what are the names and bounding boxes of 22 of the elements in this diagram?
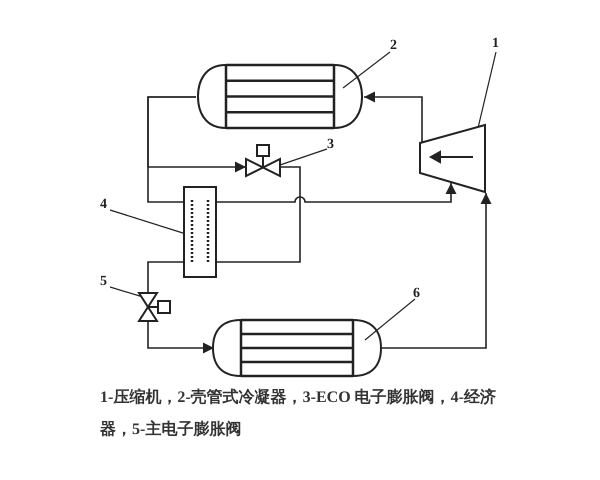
shell-and-tube-heat-exchanger-drawing: [196, 63, 364, 130]
callout-number: 1: [492, 36, 499, 52]
caption: 1-压缩机，2-壳管式冷凝器，3-ECO 电子膨胀阀，4-经济器，5-主电子膨胀阀: [100, 387, 497, 440]
economizer-drawing: [183, 186, 217, 278]
leader-line: [364, 298, 416, 340]
leader-line: [477, 52, 497, 128]
compressor-drawing: [418, 123, 488, 195]
callout-number: 2: [390, 38, 397, 54]
valve-symbol: [245, 144, 282, 176]
valve-symbol: [138, 291, 172, 323]
pipe-arrow: [217, 183, 456, 203]
pipe-arrow: [364, 92, 423, 142]
callout-number: 4: [100, 197, 107, 213]
pipe-arrow: [147, 321, 214, 354]
pipe-arrow: [147, 261, 183, 293]
callout-number: 3: [327, 137, 334, 153]
callout-number: 5: [100, 274, 107, 290]
pipe-arrow: [382, 193, 492, 349]
leader-line: [342, 52, 390, 88]
shell-and-tube-heat-exchanger-drawing: [211, 318, 383, 378]
callout-number: 6: [413, 286, 420, 302]
leader-line: [280, 148, 328, 166]
